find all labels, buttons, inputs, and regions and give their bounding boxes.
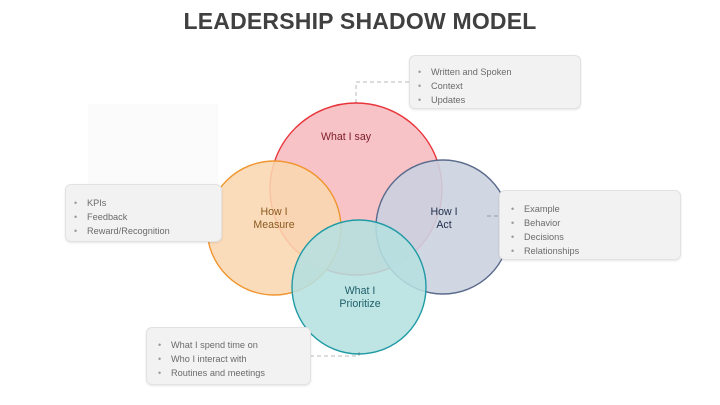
list-item: Example bbox=[500, 202, 680, 216]
priorities-callout[interactable]: What I spend time on Who I interact with… bbox=[146, 327, 311, 385]
list-item: Updates bbox=[410, 93, 580, 107]
list-item: Who I interact with bbox=[147, 352, 310, 366]
list-item: Context bbox=[410, 79, 580, 93]
circle-what-i-prioritize[interactable] bbox=[291, 219, 427, 355]
list-item: Routines and meetings bbox=[147, 366, 310, 380]
connector-say bbox=[355, 81, 409, 104]
list-item: Reward/Recognition bbox=[66, 224, 221, 238]
list-item: What I spend time on bbox=[147, 338, 310, 352]
list-item: Decisions bbox=[500, 230, 680, 244]
page-title: LEADERSHIP SHADOW MODEL bbox=[183, 8, 537, 34]
callout-list: KPIs Feedback Reward/Recognition bbox=[66, 196, 221, 238]
behavior-callout[interactable]: Example Behavior Decisions Relationships bbox=[499, 190, 681, 260]
list-item: Relationships bbox=[500, 244, 680, 258]
written-and-spoken-callout[interactable]: Written and Spoken Context Updates bbox=[409, 55, 581, 109]
venn-circles bbox=[206, 102, 511, 355]
callout-list: What I spend time on Who I interact with… bbox=[147, 338, 310, 380]
list-item: KPIs bbox=[66, 196, 221, 210]
measurement-callout[interactable]: KPIs Feedback Reward/Recognition bbox=[65, 184, 222, 242]
list-item: Feedback bbox=[66, 210, 221, 224]
callout-list: Written and Spoken Context Updates bbox=[410, 65, 580, 107]
list-item: Written and Spoken bbox=[410, 65, 580, 79]
list-item: Behavior bbox=[500, 216, 680, 230]
callout-list: Example Behavior Decisions Relationships bbox=[500, 202, 680, 258]
